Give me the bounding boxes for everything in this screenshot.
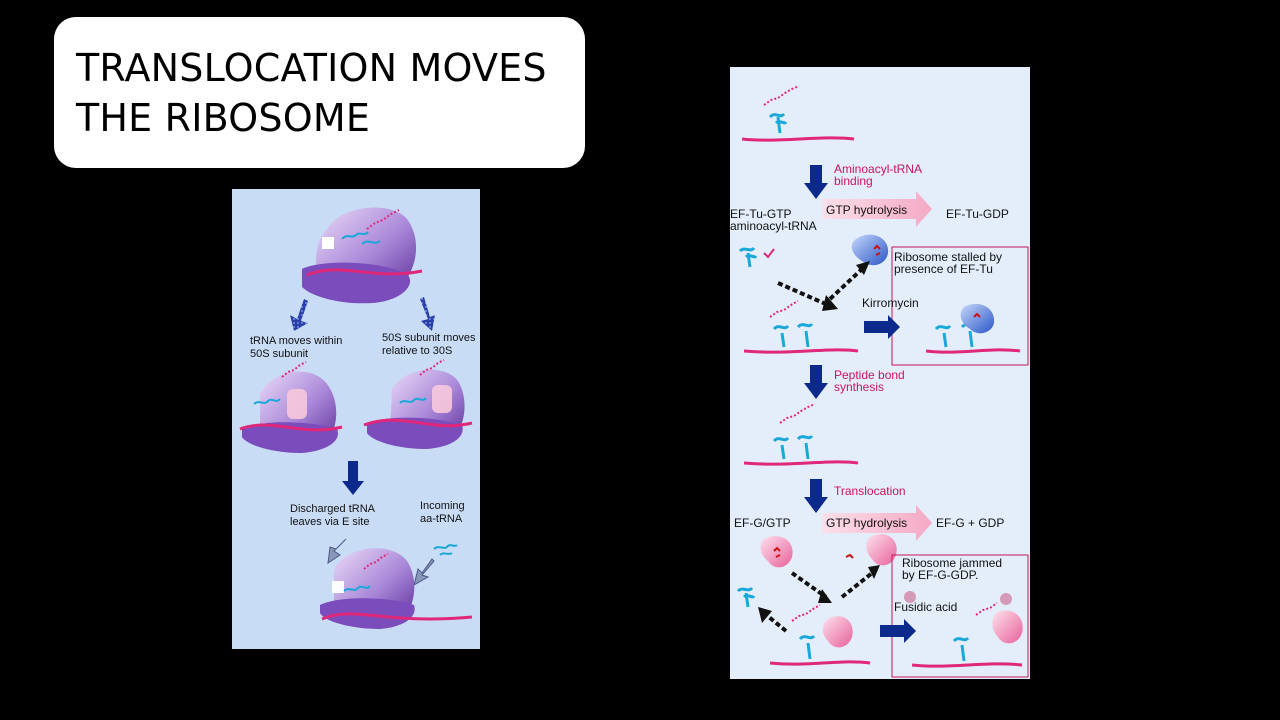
dashed-arrow-bind-icon xyxy=(790,571,828,599)
ribosome-trna-shift xyxy=(239,361,343,453)
ef-g-gdp-icon xyxy=(866,534,897,566)
label-50s-moves-line1: 50S subunit moves xyxy=(382,332,476,344)
initial-trna-on-mrna xyxy=(741,85,855,142)
arrow-down-left-icon xyxy=(290,299,308,331)
arrow-down-right-icon xyxy=(420,297,435,331)
ribosome-initial xyxy=(302,207,423,304)
dashed-arrow-out-icon xyxy=(828,267,864,301)
arrow-step1-icon xyxy=(804,165,828,199)
gtp-hydrolysis-arrow-1-icon xyxy=(822,191,932,227)
fusidic-acid-arrow-icon xyxy=(880,619,916,643)
label-ef-tu-gtp: EF-Tu-GTP xyxy=(730,207,792,221)
ribosome-movement-svg: tRNA moves within 50S subunit 50S subuni… xyxy=(232,189,480,649)
gtp-hydrolysis-arrow-2-icon xyxy=(822,505,932,541)
label-50s-moves-line2: relative to 30S xyxy=(382,345,452,357)
label-ef-g-gdp: EF-G + GDP xyxy=(936,516,1004,530)
label-gtp-hydrolysis-2: GTP hydrolysis xyxy=(826,516,907,530)
label-incoming-line1: Incoming xyxy=(420,500,465,512)
label-ef-g-gtp: EF-G/GTP xyxy=(734,516,791,530)
dashed-arrow-eject-icon xyxy=(840,571,874,599)
label-aminoacyl-binding-line2: binding xyxy=(834,174,873,188)
label-stalled-line2: presence of EF-Tu xyxy=(894,262,993,276)
label-peptide-line1: Peptide bond xyxy=(834,368,905,382)
label-peptide-line2: synthesis xyxy=(834,380,884,394)
arrow-down-icon xyxy=(342,461,364,495)
label-jammed-line2: by EF-G-GDP. xyxy=(902,568,978,582)
arrow-exit-icon xyxy=(327,538,347,565)
ribosome-movement-diagram: tRNA moves within 50S subunit 50S subuni… xyxy=(232,189,480,649)
label-aminoacyl-binding-line1: Aminoacyl-tRNA xyxy=(834,162,922,176)
elongation-cycle-svg: Aminoacyl-tRNA binding GTP hydrolysis EF… xyxy=(730,67,1030,679)
stalled-ribosome-icon xyxy=(925,303,1021,354)
jammed-ribosome-icon xyxy=(904,591,1023,668)
label-discharged-line2: leaves via E site xyxy=(290,516,369,528)
ribosome-two-trna xyxy=(743,300,859,354)
stalled-ribosome-box xyxy=(891,246,1029,366)
free-trna-icon xyxy=(738,246,758,268)
ribosome-final xyxy=(320,548,473,629)
ef-g-gtp-icon xyxy=(760,536,793,568)
label-discharged-line1: Discharged tRNA xyxy=(290,503,376,515)
label-trna-moves-line1: tRNA moves within xyxy=(250,335,342,347)
label-kirromycin: Kirromycin xyxy=(862,296,919,310)
label-fusidic-acid: Fusidic acid xyxy=(894,600,957,614)
ef-tu-gdp-icon xyxy=(851,234,889,266)
label-trna-moves-line2: 50S subunit xyxy=(250,348,308,360)
dashed-arrow-release-icon xyxy=(762,611,788,633)
ribosome-peptide-formed xyxy=(743,403,859,466)
label-gtp-hydrolysis-1: GTP hydrolysis xyxy=(826,203,907,217)
slide-title-line-1: TRANSLOCATION MOVES xyxy=(76,46,547,90)
label-jammed-line1: Ribosome jammed xyxy=(902,556,1002,570)
jammed-ribosome-box xyxy=(891,554,1029,678)
ribosome-subunit-shift xyxy=(363,359,473,449)
elongation-cycle-diagram: Aminoacyl-tRNA binding GTP hydrolysis EF… xyxy=(730,67,1030,679)
slide-title-line-2: THE RIBOSOME xyxy=(76,96,371,140)
label-translocation: Translocation xyxy=(834,484,906,498)
incoming-trna-icon xyxy=(433,544,458,556)
exiting-trna-icon xyxy=(736,586,756,608)
dashed-arrow-in-icon xyxy=(777,281,829,307)
right-panel-background xyxy=(730,67,1030,679)
label-stalled-line1: Ribosome stalled by xyxy=(894,250,1002,264)
kirromycin-arrow-icon xyxy=(864,315,900,339)
label-incoming-line2: aa-tRNA xyxy=(420,513,463,525)
arrow-incoming-icon xyxy=(413,558,435,587)
arrow-step2-icon xyxy=(804,365,828,399)
label-aminoacyl-trna: aminoacyl-tRNA xyxy=(730,219,817,233)
slide-title-box: TRANSLOCATION MOVES THE RIBOSOME xyxy=(54,17,585,168)
ribosome-translocating xyxy=(769,604,871,666)
arrow-step3-icon xyxy=(804,479,828,513)
label-ef-tu-gdp: EF-Tu-GDP xyxy=(946,207,1009,221)
